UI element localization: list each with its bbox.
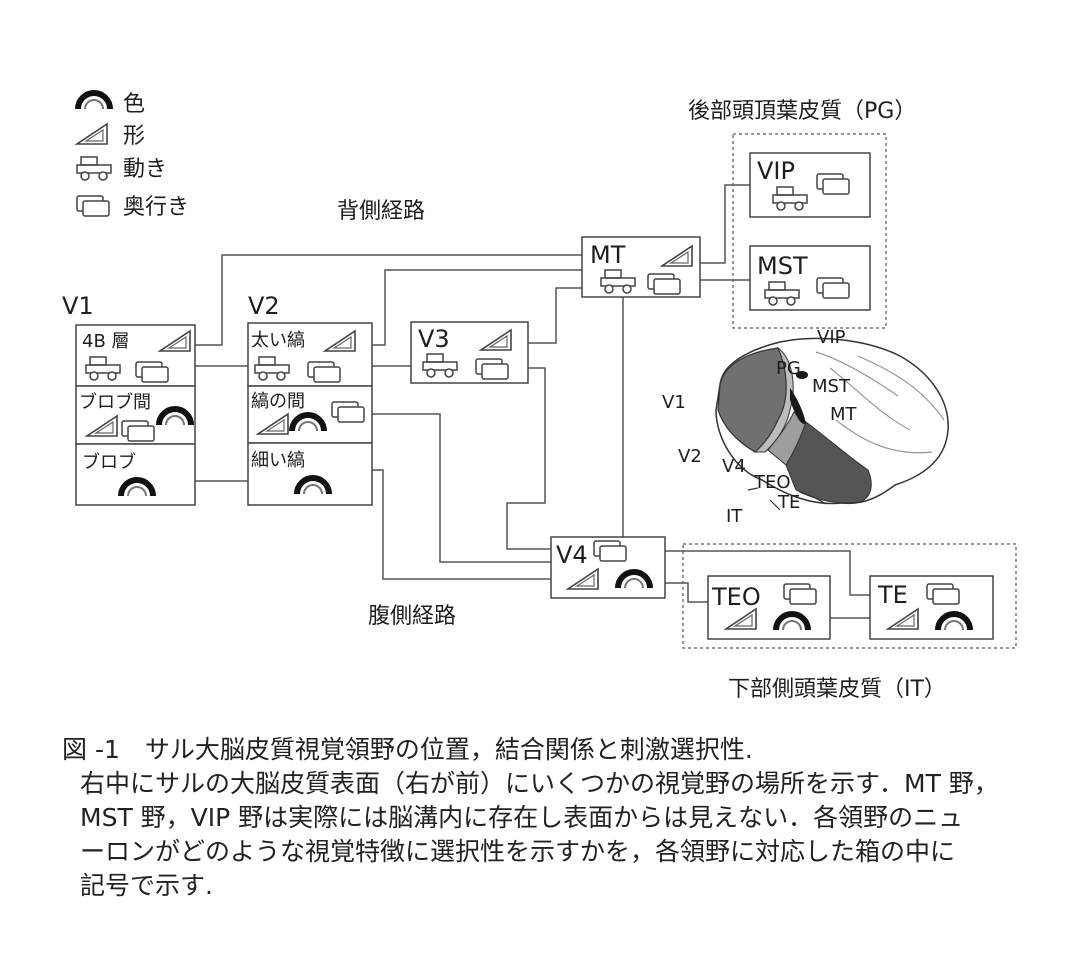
shape-legend-icon — [76, 123, 108, 145]
v2-thin-stripe-box: 細い縞 — [247, 442, 373, 506]
teo-box: TEO — [707, 575, 831, 640]
te-label: TE — [877, 581, 908, 609]
legend-shape-label: 形 — [123, 124, 145, 149]
v4-box: V4 — [550, 536, 666, 599]
mst-box: MST — [749, 245, 871, 311]
v1-4b-box: 4B 層 — [75, 324, 196, 387]
dorsal-pathway-label: 背側経路 — [337, 199, 425, 224]
pg-region-title: 後部頭頂葉皮質（PG） — [688, 99, 916, 124]
brain-sulci — [815, 351, 945, 454]
brain-leader-lines — [747, 487, 827, 511]
mt-box: MT — [581, 236, 701, 298]
brain-label-it: IT — [726, 506, 743, 527]
brain-it-area — [785, 421, 872, 504]
legend: 色 形 動き 奥行き — [77, 92, 189, 220]
caption-line-5: 記号で示す. — [80, 871, 213, 900]
v2-interstripe-label: 縞の間 — [251, 391, 305, 412]
v1-blob-label: ブロブ — [82, 451, 136, 473]
v2-thin-stripe-label: 細い縞 — [251, 450, 305, 471]
brain-vip-area — [796, 371, 808, 379]
brain-label-vip: VIP — [817, 327, 846, 348]
ventral-pathway-label: 腹側経路 — [368, 604, 456, 629]
monkey-brain-illustration: VIP PG MST MT V1 V2 V4 TEO TE IT — [662, 327, 949, 527]
brain-v2-area — [753, 346, 794, 453]
legend-color-label: 色 — [123, 92, 145, 117]
v3-box: V3 — [410, 321, 529, 384]
v1-4b-label: 4B 層 — [82, 331, 130, 352]
connections — [195, 184, 870, 619]
legend-depth-label: 奥行き — [123, 195, 189, 220]
figure-caption: 図 -1 サル大脳皮質視覚領野の位置，結合関係と刺激選択性. 右中にサルの大脳皮… — [62, 733, 1042, 903]
caption-line-1: 図 -1 サル大脳皮質視覚領野の位置，結合関係と刺激選択性. — [62, 735, 753, 764]
color-legend-icon — [78, 93, 110, 109]
brain-label-mt: MT — [830, 404, 858, 425]
v1-blob-box: ブロブ — [75, 443, 196, 506]
v2-interstripe-box: 縞の間 — [247, 385, 373, 444]
v1-interblob-box: ブロブ間 — [75, 385, 196, 445]
v2-thick-stripe-box: 太い縞 — [247, 322, 373, 387]
v3-label: V3 — [418, 325, 450, 353]
legend-motion-label: 動き — [123, 157, 167, 182]
te-box: TE — [869, 575, 994, 640]
caption-line-2: 右中にサルの大脳皮質表面（右が前）にいくつかの視覚野の場所を示す．MT 野， — [80, 769, 999, 798]
it-region-box — [682, 543, 1017, 649]
v2-thick-stripe-label: 太い縞 — [251, 330, 305, 351]
brain-mt-area — [790, 388, 806, 425]
v1-interblob-label: ブロブ間 — [79, 391, 151, 413]
it-region-title: 下部側頭葉皮質（IT） — [728, 677, 946, 702]
brain-label-teo: TEO — [753, 472, 791, 493]
teo-label: TEO — [711, 583, 761, 611]
mt-label: MT — [590, 241, 626, 269]
v2-title: V2 — [248, 292, 280, 320]
vip-label: VIP — [757, 157, 795, 185]
motion-legend-icon — [76, 156, 112, 181]
brain-label-pg: PG — [776, 358, 801, 379]
caption-line-4: ーロンがどのような視覚特徴に選択性を示すかを，各領野に対応した箱の中に — [80, 837, 956, 866]
vip-box: VIP — [749, 152, 871, 218]
brain-label-mst: MST — [812, 376, 851, 397]
brain-label-te: TE — [777, 492, 800, 513]
brain-label-v4: V4 — [722, 456, 746, 477]
caption-line-3: MST 野，VIP 野は実際には脳溝内に存在し表面からは見えない．各領野のニュ — [80, 803, 964, 832]
brain-label-v2: V2 — [678, 446, 702, 467]
v1-title: V1 — [62, 292, 94, 320]
brain-label-v1: V1 — [662, 392, 686, 413]
pg-region-box — [732, 133, 887, 329]
v4-label: V4 — [556, 541, 588, 569]
mst-label: MST — [757, 252, 808, 280]
depth-legend-icon — [76, 195, 110, 217]
